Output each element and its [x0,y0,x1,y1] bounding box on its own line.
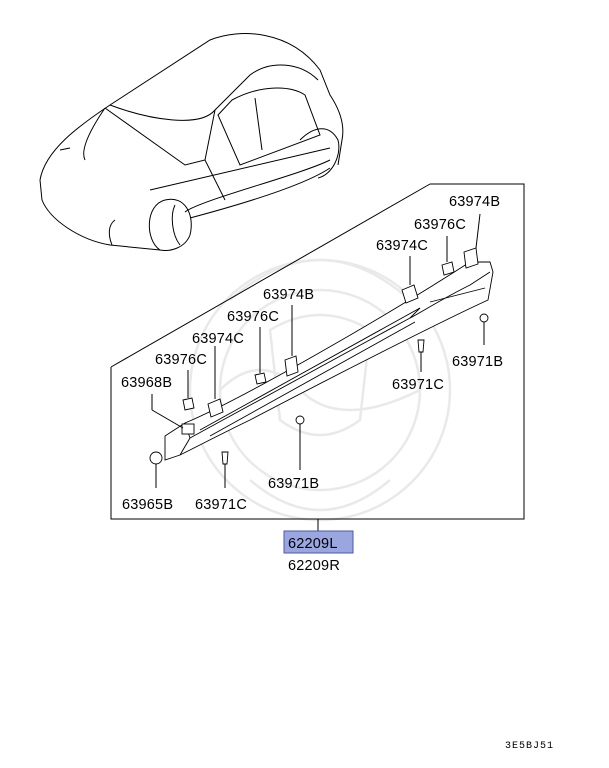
callout-63974B-top[interactable]: 63974B [449,194,500,210]
callout-63974C-mid[interactable]: 63974C [192,331,244,347]
callout-63968B[interactable]: 63968B [121,375,172,391]
callout-63976C-mid[interactable]: 63976C [227,309,279,325]
clip-63974C-top [401,256,419,304]
callout-63976C-top[interactable]: 63976C [414,217,466,233]
clip-63968B [151,394,184,429]
clip-63976C-low [182,370,195,411]
callout-63974C-top[interactable]: 63974C [376,238,428,254]
callout-63971B-bottom[interactable]: 63971B [268,476,319,492]
callout-63965B[interactable]: 63965B [122,497,173,513]
screw-63971C-bottom [221,451,229,488]
frame-outline [110,183,525,520]
bolt-63965B [149,451,163,488]
car-illustration [39,33,344,251]
callout-63971C-bottom[interactable]: 63971C [195,497,247,513]
callout-63971B-right[interactable]: 63971B [452,354,503,370]
screw-63971C-right [417,339,425,372]
screw-63971B-right [479,313,489,345]
clip-63974B-top [463,213,481,269]
callout-63971C-right[interactable]: 63971C [392,377,444,393]
selected-part-highlight[interactable] [283,530,354,554]
callout-63974B-mid[interactable]: 63974B [263,287,314,303]
diagram-code: 3E5BJ51 [505,741,554,752]
other-side-part-number[interactable]: 62209R [288,558,340,574]
clip-63976C-mid [254,327,267,385]
callout-63976C-low[interactable]: 63976C [155,352,207,368]
clip-63976C-top [441,236,455,276]
screw-63971B-bottom [295,415,305,470]
side-sill-garnish [164,261,494,461]
clip-63974C-mid [207,346,224,418]
clip-63974B-mid [284,305,299,377]
selected-part-number[interactable]: 62209L [288,536,338,552]
